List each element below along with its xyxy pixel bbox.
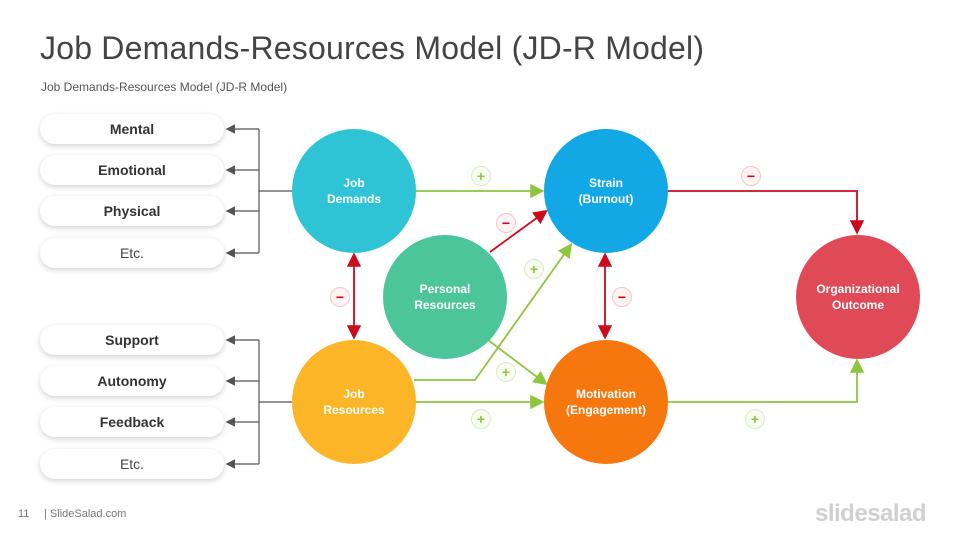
plus-sign-demands-strain: + [471, 166, 491, 186]
resource-etc: Etc. [40, 449, 224, 479]
plus-sign-resources-strain: + [524, 259, 544, 279]
arrow-motivation-outcome [668, 358, 865, 403]
node-personal-resources-label: Personal Resources [414, 282, 476, 312]
node-job-demands-label: Job Demands [326, 176, 382, 206]
footer-site: | SlideSalad.com [44, 508, 127, 520]
minus-sign-demands-resources: − [330, 287, 350, 307]
demand-physical: Physical [40, 196, 224, 226]
arrow-strain-outcome [668, 190, 865, 235]
resource-support: Support [40, 325, 224, 355]
resource-feedback: Feedback [40, 407, 224, 437]
demand-mental: Mental [40, 114, 224, 144]
node-personal-resources: Personal Resources [383, 235, 507, 359]
page-number: 11 [18, 508, 30, 520]
resources-bracket [225, 335, 292, 469]
demand-etc: Etc. [40, 238, 224, 268]
resource-autonomy: Autonomy [40, 366, 224, 396]
minus-sign-strain-outcome: − [741, 166, 761, 186]
minus-sign-personal-strain: − [496, 213, 516, 233]
plus-sign-resources-motivation: + [471, 409, 491, 429]
page-subtitle: Job Demands-Resources Model (JD-R Model) [41, 80, 288, 94]
node-job-resources: Job Resources [292, 340, 416, 464]
minus-sign-strain-motivation: − [612, 287, 632, 307]
node-organizational-outcome: Organizational Outcome [796, 235, 920, 359]
node-motivation: Motivation (Engagement) [544, 340, 668, 464]
demand-emotional: Emotional [40, 155, 224, 185]
node-strain-label: Strain (Burnout) [578, 176, 634, 206]
node-motivation-label: Motivation (Engagement) [565, 387, 646, 417]
plus-sign-motivation-outcome: + [745, 409, 765, 429]
page-title: Job Demands-Resources Model (JD-R Model) [40, 30, 705, 66]
arrow-personal-strain [489, 209, 548, 253]
brand-logo: slidesalad [815, 500, 927, 527]
node-strain: Strain (Burnout) [544, 129, 668, 253]
plus-sign-personal-motivation: + [496, 362, 516, 382]
node-outcome-label: Organizational Outcome [816, 282, 900, 312]
node-job-resources-label: Job Resources [323, 387, 385, 417]
demands-bracket [225, 124, 292, 258]
arrow-personal-motivation [487, 339, 548, 386]
node-job-demands: Job Demands [292, 129, 416, 253]
arrow-resources-strain [414, 243, 573, 381]
